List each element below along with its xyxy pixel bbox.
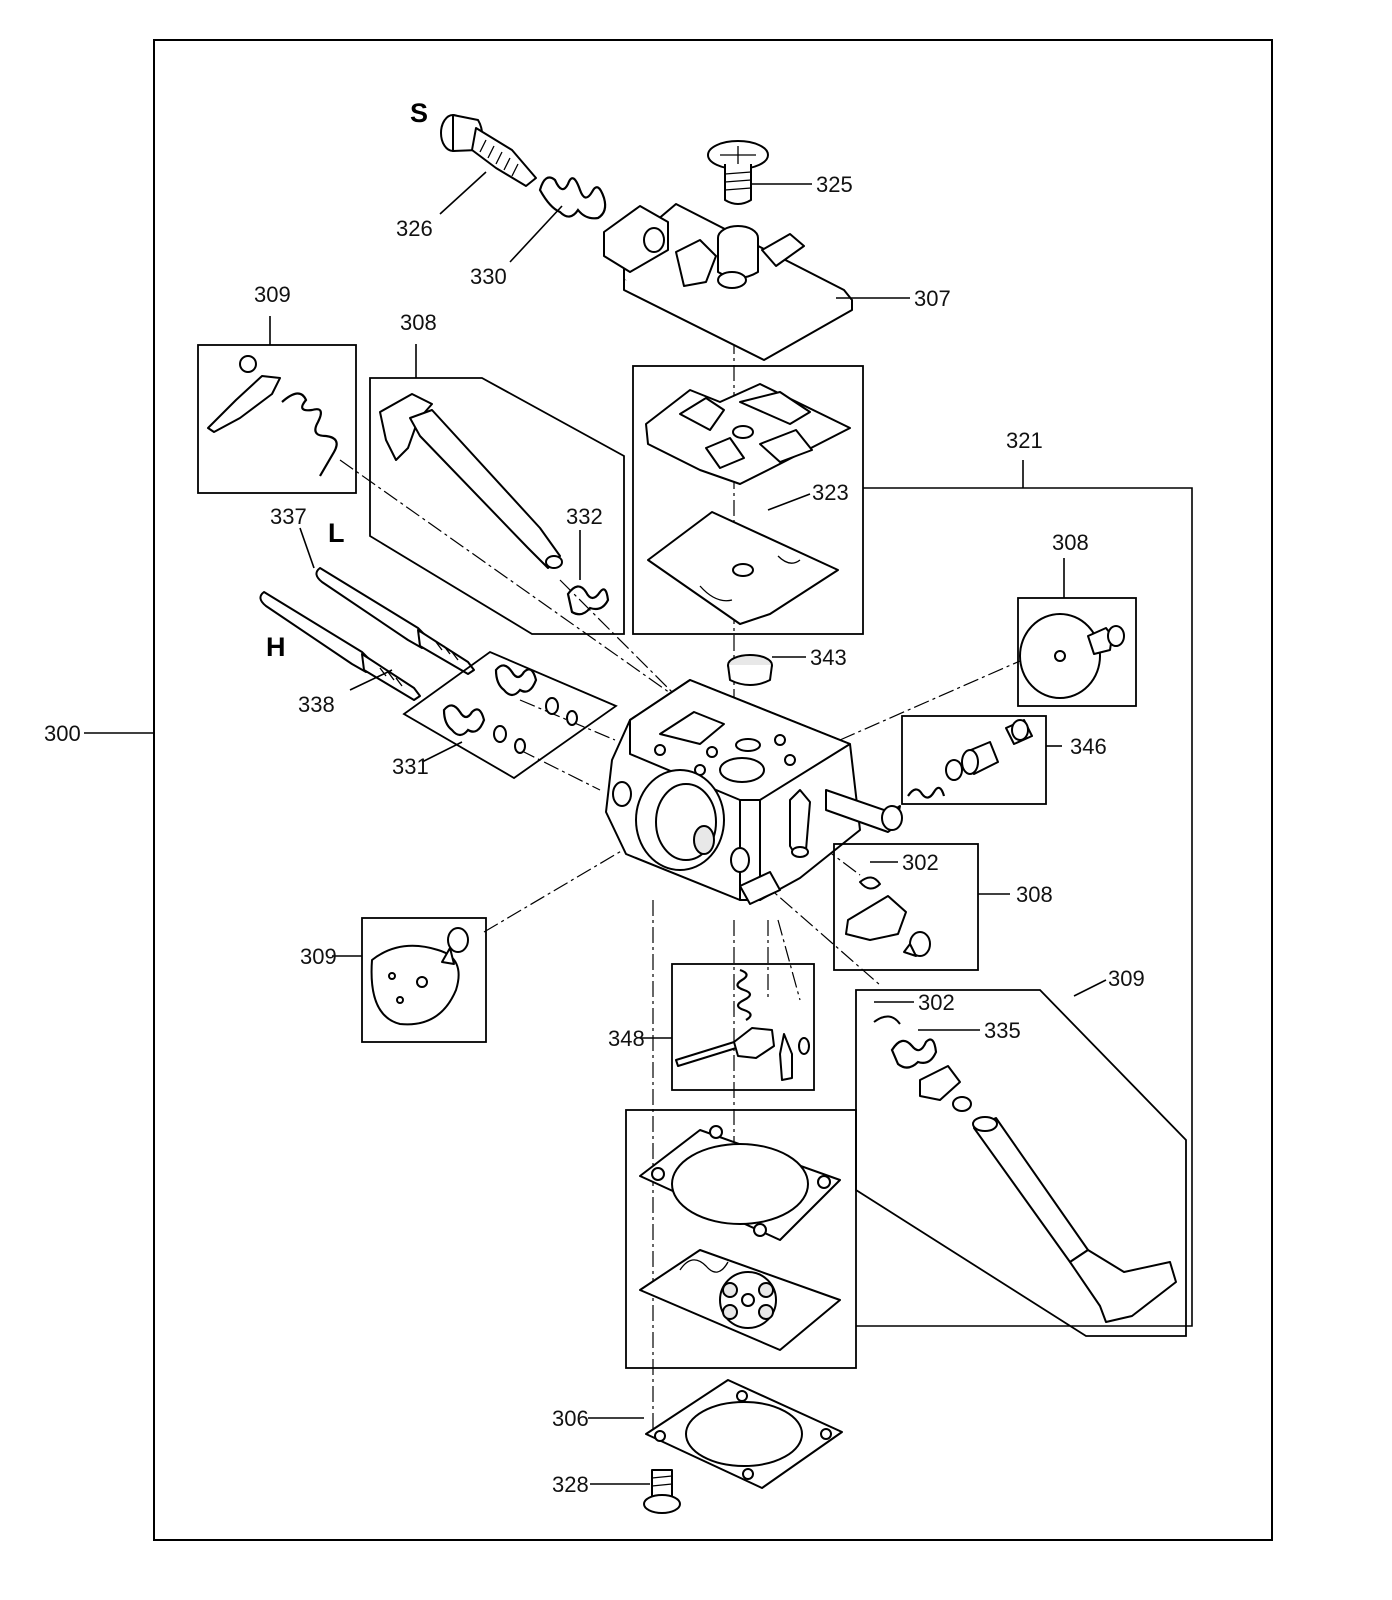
diaphragm-set-bottom (625, 1109, 857, 1369)
callout-308-lower: 308 (1016, 882, 1053, 907)
needle-337 (315, 567, 475, 675)
callout-302-upper: 302 (902, 850, 939, 875)
needle-338 (259, 591, 421, 701)
callout-348: 348 (608, 1026, 645, 1051)
callout-307: 307 (914, 286, 951, 311)
callout-308-top: 308 (400, 310, 437, 335)
screw-328 (643, 1469, 681, 1514)
callout-330: 330 (470, 264, 507, 289)
choke-plate-308-right (1017, 597, 1137, 707)
letter-l: L (328, 518, 345, 548)
callout-331: 331 (392, 754, 429, 779)
gasket-set-323 (632, 365, 864, 635)
valve-set-346 (901, 715, 1047, 805)
callout-338: 338 (298, 692, 335, 717)
throttle-plate-309-left (361, 917, 487, 1043)
callout-309-right: 309 (1108, 966, 1145, 991)
callout-346: 346 (1070, 734, 1107, 759)
letter-s: S (410, 98, 428, 128)
callout-309-top: 309 (254, 282, 291, 307)
spring-330 (538, 176, 607, 220)
callout-321: 321 (1006, 428, 1043, 453)
spring-332 (566, 585, 610, 616)
callout-337: 337 (270, 504, 307, 529)
carburetor-body (605, 679, 903, 905)
leader-lines (84, 171, 1193, 1485)
screw-325 (707, 140, 769, 205)
callout-332: 332 (566, 504, 603, 529)
letter-h: H (266, 632, 286, 662)
callout-328: 328 (552, 1472, 589, 1497)
cover-plate-306 (645, 1379, 843, 1489)
callout-335: 335 (984, 1018, 1021, 1043)
callout-309-left: 309 (300, 944, 337, 969)
center-lines (339, 230, 1046, 1440)
callout-343: 343 (810, 645, 847, 670)
assembly-frame (153, 39, 1273, 1541)
callout-302-lower: 302 (918, 990, 955, 1015)
callout-300: 300 (44, 721, 81, 746)
pump-cover-307 (603, 203, 853, 361)
screw-326 (440, 114, 537, 187)
spring-seal-set-331 (402, 650, 618, 780)
choke-shaft-308-top (369, 377, 625, 635)
throttle-shaft-309-right (855, 989, 1187, 1337)
callout-308-right: 308 (1052, 530, 1089, 555)
filter-343 (727, 654, 773, 686)
callout-325: 325 (816, 172, 853, 197)
needle-valve-set-348 (671, 963, 815, 1091)
callout-306: 306 (552, 1406, 589, 1431)
callout-323: 323 (812, 480, 849, 505)
lever-308-right (833, 843, 979, 971)
callout-326: 326 (396, 216, 433, 241)
lever-spring-309-top (197, 344, 357, 494)
